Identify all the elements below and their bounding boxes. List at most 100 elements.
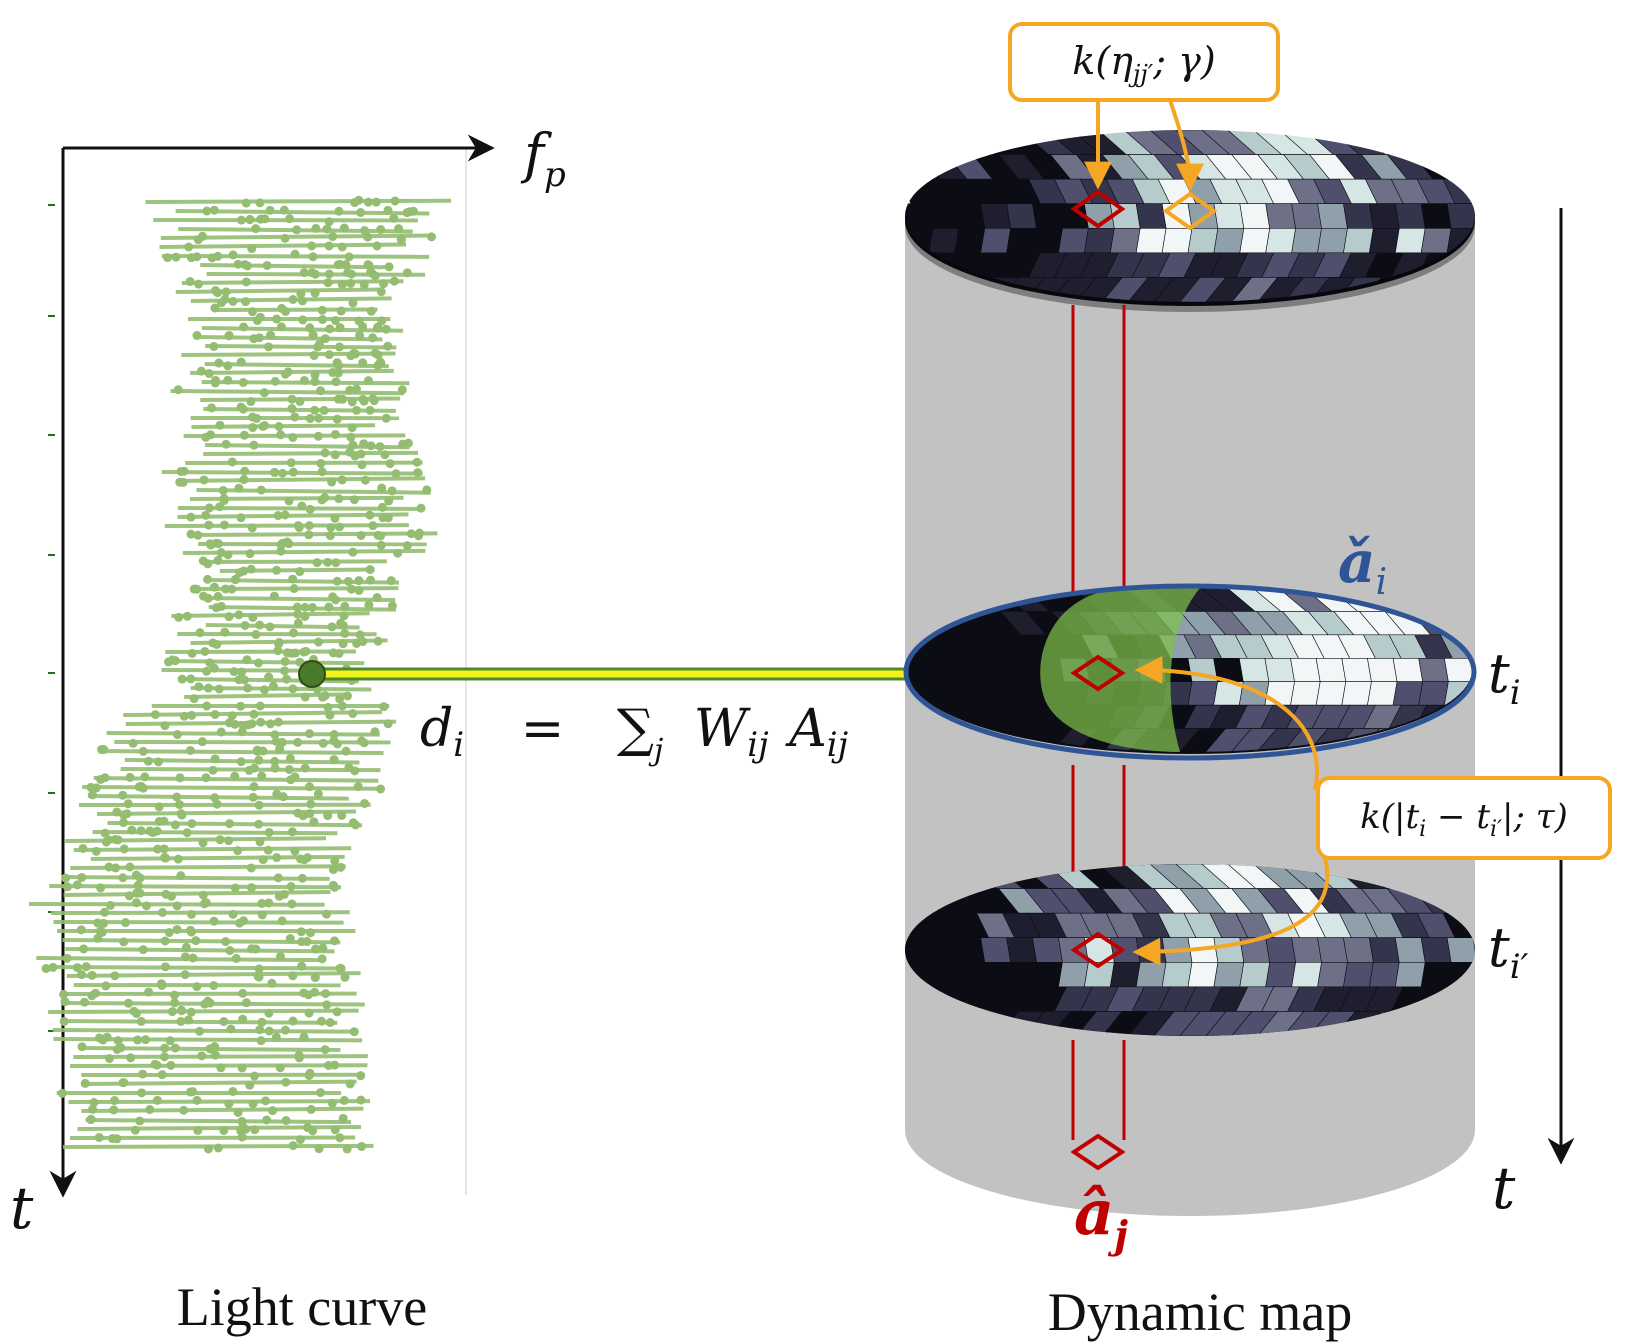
light-curve-dot bbox=[330, 450, 340, 460]
map-pixel bbox=[1420, 937, 1452, 963]
light-curve-dot bbox=[203, 559, 213, 569]
light-curve-dot bbox=[119, 937, 129, 947]
light-curve-dot bbox=[109, 1105, 119, 1115]
light-curve-strand bbox=[181, 351, 396, 357]
light-curve-dot bbox=[368, 394, 378, 404]
light-curve-strand bbox=[214, 307, 378, 312]
map-pixel bbox=[1231, 277, 1279, 302]
light-curve-dot bbox=[323, 811, 333, 821]
map-pixel bbox=[1213, 227, 1245, 254]
light-curve-strand bbox=[49, 884, 342, 890]
visible-hemisphere-highlight bbox=[1040, 585, 1200, 752]
light-curve-dot bbox=[184, 242, 194, 252]
light-curve-dot bbox=[122, 809, 132, 819]
light-curve-dot bbox=[141, 1035, 151, 1045]
light-curve-dot bbox=[377, 502, 387, 512]
map-pixel bbox=[1420, 203, 1452, 229]
light-curve-dot bbox=[293, 618, 303, 628]
map-pixel bbox=[1179, 1011, 1227, 1036]
light-curve-dot bbox=[264, 672, 274, 682]
map-pixel bbox=[1265, 937, 1296, 963]
light-curve-dot bbox=[289, 584, 299, 594]
light-curve-dot bbox=[241, 198, 251, 208]
light-curve-dot bbox=[354, 576, 364, 586]
light-curve-strand bbox=[189, 531, 438, 537]
light-curve-dot bbox=[165, 1036, 175, 1046]
map-pixel bbox=[1291, 227, 1322, 254]
light-curve-dot bbox=[390, 196, 400, 206]
pixel-j-ti bbox=[1070, 654, 1126, 692]
light-curve-dot bbox=[215, 502, 225, 512]
light-curve-dot bbox=[372, 241, 382, 251]
map-pixel bbox=[1239, 203, 1271, 229]
light-curve-dot bbox=[305, 1068, 315, 1078]
light-curve-dot bbox=[350, 766, 360, 776]
light-curve-dot bbox=[339, 223, 349, 233]
spatial-kernel-label: k(ηjj′; γ) bbox=[1072, 39, 1215, 88]
light-curve-dot bbox=[280, 369, 290, 379]
light-curve-dot bbox=[316, 1088, 326, 1098]
light-curve-panel: fp t Light curve bbox=[10, 122, 566, 1337]
light-curve-dot bbox=[258, 746, 268, 756]
light-curve-dot bbox=[280, 657, 290, 667]
light-curve-dot bbox=[193, 235, 203, 245]
map-ti-outline bbox=[903, 583, 1477, 761]
light-curve-dot bbox=[254, 819, 264, 829]
map-pixel bbox=[1283, 277, 1331, 302]
light-curve-dot bbox=[76, 925, 86, 935]
light-curve-dot bbox=[239, 430, 249, 440]
light-curve-dot bbox=[234, 675, 244, 685]
light-curve-dot bbox=[322, 1000, 332, 1010]
light-curve-dot bbox=[213, 555, 223, 565]
light-curve-dot bbox=[204, 369, 214, 379]
map-pixel bbox=[1006, 227, 1037, 254]
light-curve-dot bbox=[229, 667, 239, 677]
light-curve-strand bbox=[181, 279, 404, 285]
light-curve-dot bbox=[226, 1024, 236, 1034]
light-curve-dot bbox=[287, 827, 297, 837]
light-curve-dot bbox=[296, 927, 306, 937]
light-curve-dot bbox=[300, 611, 310, 621]
map-pixel bbox=[980, 961, 1011, 988]
light-curve-dot bbox=[238, 1122, 248, 1132]
light-curve-dot bbox=[302, 937, 312, 947]
light-curve-dot bbox=[201, 510, 211, 520]
light-curve-dot bbox=[333, 260, 343, 270]
light-curve-dot bbox=[394, 224, 404, 234]
light-curve-dot bbox=[124, 891, 134, 901]
pixel-j-tip bbox=[1070, 931, 1126, 969]
light-curve-dot bbox=[161, 889, 171, 899]
light-curve-dot bbox=[330, 856, 340, 866]
light-curve-dot bbox=[335, 522, 345, 532]
map-pixel bbox=[905, 130, 946, 155]
light-curve-dot bbox=[292, 602, 302, 612]
light-curve-dot bbox=[387, 601, 397, 611]
temporal-kernel-arrow-tip bbox=[1132, 857, 1330, 966]
light-curve-dot bbox=[318, 315, 328, 325]
light-curve-dot bbox=[214, 358, 224, 368]
light-curve-dot bbox=[237, 667, 247, 677]
light-curve-dot bbox=[376, 540, 386, 550]
map-pixel bbox=[1283, 1011, 1331, 1036]
light-curve-dot bbox=[287, 404, 297, 414]
light-curve-dot bbox=[96, 883, 106, 893]
light-curve-dot bbox=[254, 972, 264, 982]
light-curve-dot bbox=[293, 609, 303, 619]
light-curve-dot bbox=[249, 763, 259, 773]
light-curve-dot bbox=[323, 557, 333, 567]
light-curve-dot bbox=[308, 330, 318, 340]
light-curve-dot bbox=[337, 242, 347, 252]
light-curve-dot bbox=[216, 548, 226, 558]
light-curve-dot bbox=[257, 771, 267, 781]
light-curve-dot bbox=[294, 523, 304, 533]
light-curve-dot bbox=[186, 529, 196, 539]
light-curve-dot bbox=[140, 772, 150, 782]
map-pixel bbox=[1204, 728, 1252, 752]
light-curve-dot bbox=[307, 241, 317, 251]
light-curve-dot bbox=[247, 244, 257, 254]
light-curve-dot bbox=[269, 591, 279, 601]
light-curve-dot bbox=[288, 294, 298, 304]
light-curve-dot bbox=[323, 702, 333, 712]
light-curve-dot bbox=[208, 765, 218, 775]
light-curve-dot bbox=[290, 249, 300, 259]
